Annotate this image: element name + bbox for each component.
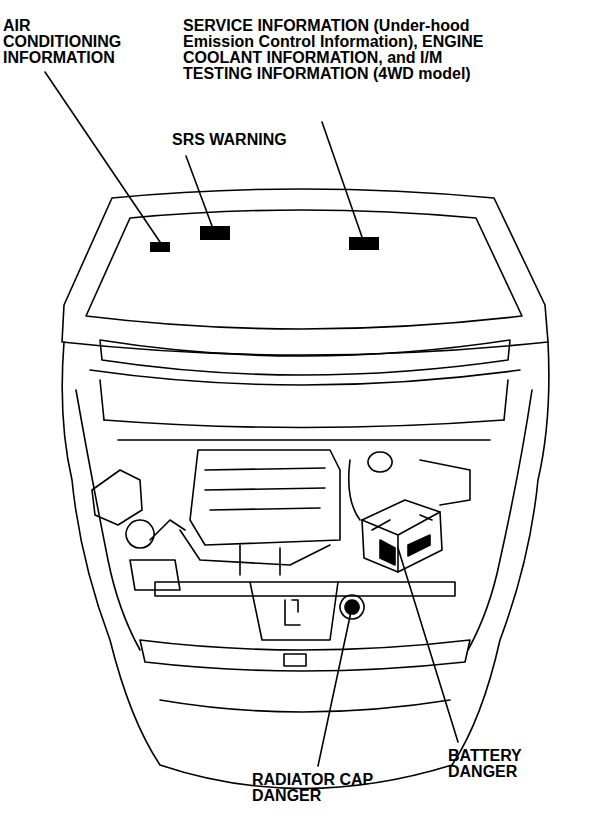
label-text: RADIATOR CAP DANGER (252, 772, 382, 804)
label-text: SERVICE INFORMATION (Under-hood Emission… (183, 18, 501, 82)
label-text: AIR CONDITIONING INFORMATION (3, 18, 121, 66)
label-text: SRS WARNING (172, 132, 287, 148)
label-text: BATTERY DANGER (448, 748, 521, 780)
